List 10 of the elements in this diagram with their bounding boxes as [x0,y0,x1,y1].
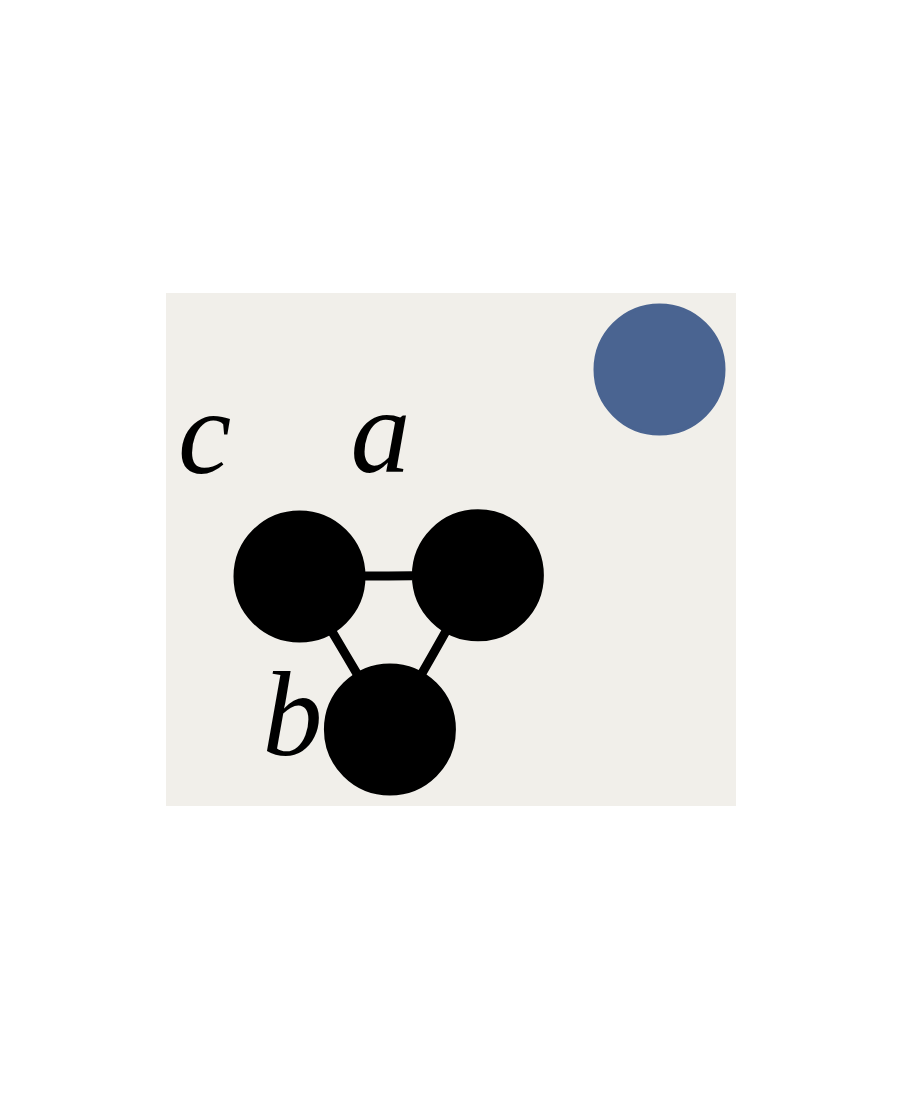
connector [364,571,413,581]
node-label: a [350,364,411,498]
node-label: b [262,648,323,781]
node-circle [233,510,366,643]
node-circle [411,509,544,642]
node-circle [323,663,456,796]
node-circle [593,303,726,436]
connector [328,630,361,676]
node-label: c [178,365,232,499]
connector [418,629,450,676]
